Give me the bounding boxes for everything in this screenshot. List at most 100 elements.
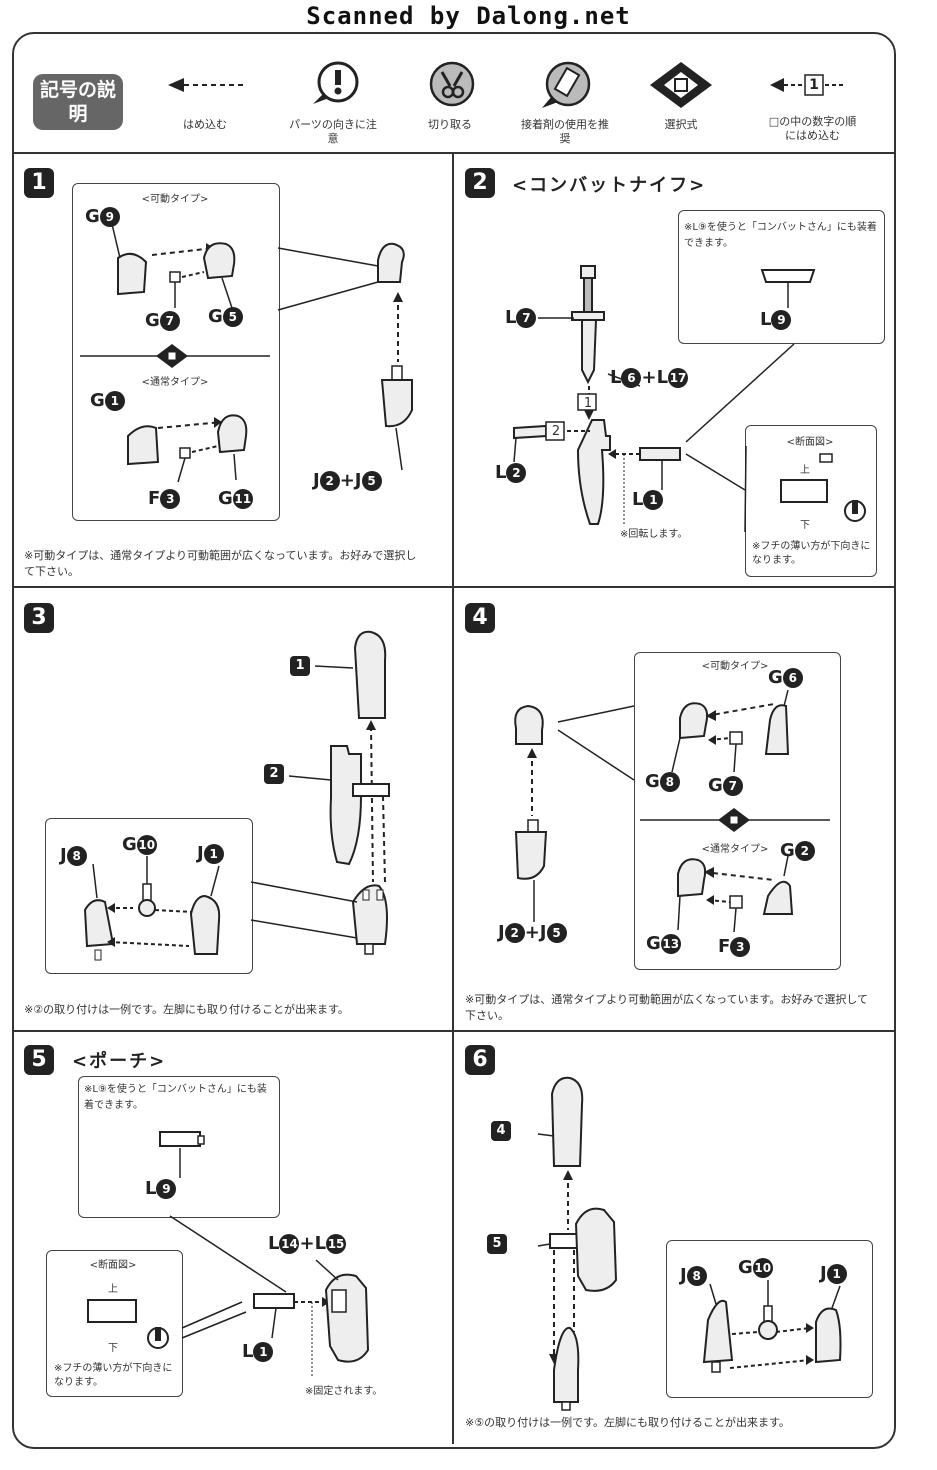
step-1-note: ※可動タイプは、通常タイプより可動範囲が広くなっています。お好みで選択して下さい… (24, 549, 417, 578)
part-letter: L (314, 1233, 327, 1254)
step-6-number: 6 (465, 1045, 495, 1075)
part-letter: J (354, 470, 362, 491)
part-number: 5 (487, 1234, 507, 1254)
part-number: 2 (794, 841, 815, 861)
step-1-normal-title: <通常タイプ> (141, 377, 209, 388)
part-letter: L (610, 367, 622, 388)
part-number: 10 (752, 1258, 773, 1278)
step-4-movable-title: <可動タイプ> (701, 661, 769, 672)
step-5-number: 5 (24, 1045, 54, 1075)
step-4-number: 4 (465, 603, 495, 633)
part-number: 1 (290, 656, 310, 676)
step-2-box-note: ※L⑨を使うと「コンバットさん」にも装着できます。 (684, 222, 877, 249)
part-number: 9 (156, 1179, 177, 1199)
step-3-note: ※②の取り付けは一例です。左脚にも取り付けることが出来ます。 (24, 1003, 349, 1016)
part-number: 8 (659, 772, 680, 792)
glue-icon (542, 61, 591, 108)
step-6-note: ※⑤の取り付けは一例です。左脚にも取り付けることが出来ます。 (465, 1416, 790, 1429)
part-number: 8 (686, 1266, 707, 1286)
plus-sign: + (299, 1233, 315, 1254)
part-number: 5 (222, 307, 243, 327)
part-number: 10 (136, 835, 157, 855)
step-3-number: 3 (24, 603, 54, 633)
legend-insert-label: はめ込む (183, 118, 227, 131)
step-3-label-part1: 1 (290, 655, 310, 676)
step-1-number: 1 (24, 168, 54, 198)
legend-select-label: 選択式 (664, 118, 698, 131)
part-number: 9 (99, 207, 120, 227)
step-3-diagram (83, 630, 390, 961)
step-5-down: 下 (108, 1343, 118, 1354)
part-number: 14 (279, 1234, 300, 1254)
part-number: 3 (160, 489, 181, 509)
part-number: 15 (326, 1234, 347, 1254)
part-letter: J (60, 845, 67, 866)
part-letter: G (738, 1257, 753, 1278)
part-letter: L (495, 462, 507, 483)
plus-sign: + (641, 367, 657, 388)
step-5-box-note: ※L⑨を使うと「コンバットさん」にも装着できます。 (84, 1084, 267, 1111)
step-2-section-title: <断面図> (786, 437, 834, 448)
part-number: 5 (546, 923, 567, 943)
part-letter: J (197, 843, 204, 864)
insert-arrow-icon (168, 78, 244, 92)
step-2-diagram (513, 265, 866, 533)
part-number: 2 (504, 923, 525, 943)
part-number: 13 (660, 934, 681, 954)
part-letter: G (768, 667, 783, 688)
step-4-normal-title: <通常タイプ> (701, 844, 769, 855)
step-1-diagram (80, 223, 413, 483)
part-number: 9 (771, 310, 792, 330)
part-letter: F (148, 488, 161, 509)
part-letter: G (208, 306, 223, 327)
part-letter: G (646, 933, 661, 954)
part-number: 6 (782, 668, 803, 688)
legend-cut-label: 切り取る (428, 118, 472, 131)
step-5-title: <ポーチ> (72, 1051, 167, 1072)
part-letter: G (708, 775, 723, 796)
part-letter: G (122, 834, 137, 855)
legend-badge: 記号の説明 (33, 74, 123, 130)
part-letter: G (90, 390, 105, 411)
part-number: 5 (361, 471, 382, 491)
step-5-section-box (46, 1250, 183, 1397)
step-5-diagram (87, 1131, 370, 1378)
part-number: 4 (491, 1121, 511, 1141)
step-2-number: 2 (465, 168, 495, 198)
part-number: 3 (730, 937, 751, 957)
legend-caution-label: パーツの向きに注意 (289, 118, 377, 145)
legend-glue-label: 接着剤の使用を推奨 (521, 118, 609, 145)
step-2-title: <コンバットナイフ> (512, 175, 707, 196)
caution-icon (313, 61, 359, 104)
step-5-edge-note: ※フチの薄い方が下向きになります。 (54, 1363, 173, 1388)
part-letter: G (780, 840, 795, 861)
part-letter: L (505, 307, 517, 328)
part-letter: J (680, 1265, 687, 1286)
part-letter: G (645, 771, 660, 792)
step-2-order-1: 1 (583, 396, 593, 411)
select-icon (650, 62, 712, 108)
part-number: 1 (104, 391, 125, 411)
step-5-fixed-note: ※固定されます。 (305, 1386, 383, 1397)
part-letter: L (145, 1178, 157, 1199)
